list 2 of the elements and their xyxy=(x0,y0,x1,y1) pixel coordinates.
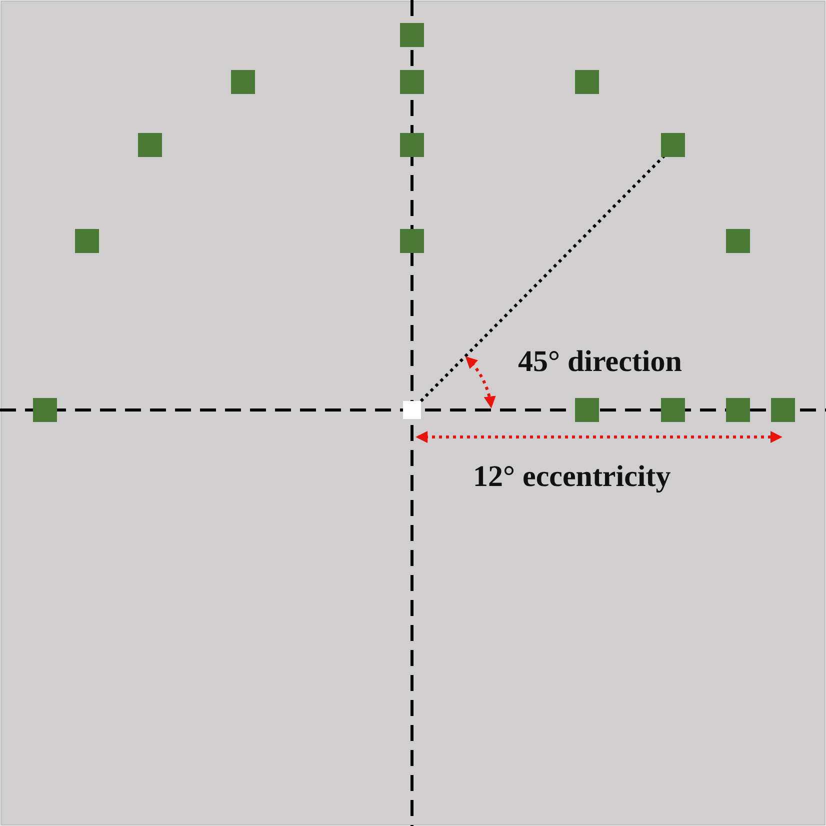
eccentricity-label: 12° eccentricity xyxy=(473,460,671,494)
angle-label: 45° direction xyxy=(518,345,682,379)
